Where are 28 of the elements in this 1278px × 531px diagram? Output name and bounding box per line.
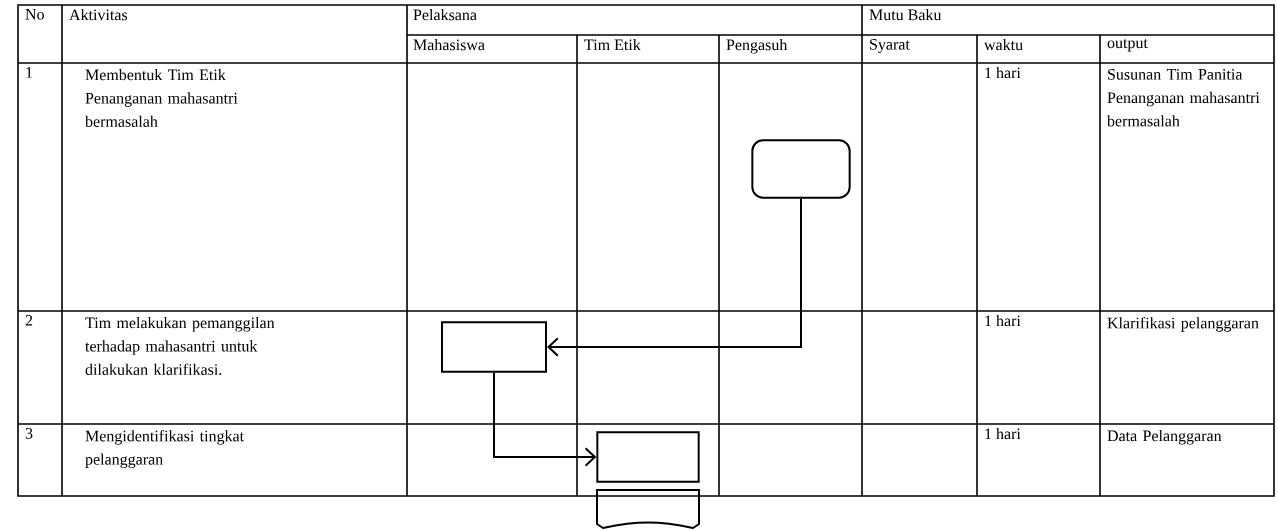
cell-text: Susunan Tim Panitia Penanganan mahasantri bermasalah <box>1107 69 1260 127</box>
row-number: 1 <box>26 67 33 78</box>
header-text: Aktivitas <box>69 9 128 21</box>
cell-text: Membentuk Tim Etik Penanganan mahasantri bermasalah <box>85 69 238 127</box>
header-text: Mahasiswa <box>413 39 485 51</box>
header-text: Pengasuh <box>726 39 788 54</box>
header-text: waktu <box>984 39 1023 51</box>
cell-text: Mengidentifikasi tingkat pelanggaran <box>85 430 244 469</box>
header-text: Pelaksana <box>413 9 477 21</box>
cell-text: 1 hari <box>985 315 1021 327</box>
arrow <box>493 371 597 467</box>
cell-text: 1 hari <box>985 428 1021 440</box>
cell-text: Klarifikasi pelanggaran <box>1107 317 1259 332</box>
offpage-connector <box>596 489 700 529</box>
row-number: 2 <box>25 315 33 326</box>
cell-text: Data Pelanggaran <box>1107 430 1222 445</box>
header-text: Tim Etik <box>584 39 641 51</box>
cell-text: Tim melakukan pemanggilan terhadap mahasantri untuk dilakukan klarifikasi. <box>85 317 275 375</box>
header-text: Mutu Baku <box>869 9 942 21</box>
process-box <box>441 321 547 373</box>
header-text: Syarat <box>870 39 910 54</box>
rounded-box <box>751 139 851 199</box>
process-box <box>596 431 700 483</box>
header-text: output <box>1107 39 1148 52</box>
arrow <box>547 197 802 357</box>
row-number: 3 <box>25 428 33 439</box>
cell-text: 1 hari <box>985 67 1021 79</box>
header-text: No <box>25 9 44 20</box>
